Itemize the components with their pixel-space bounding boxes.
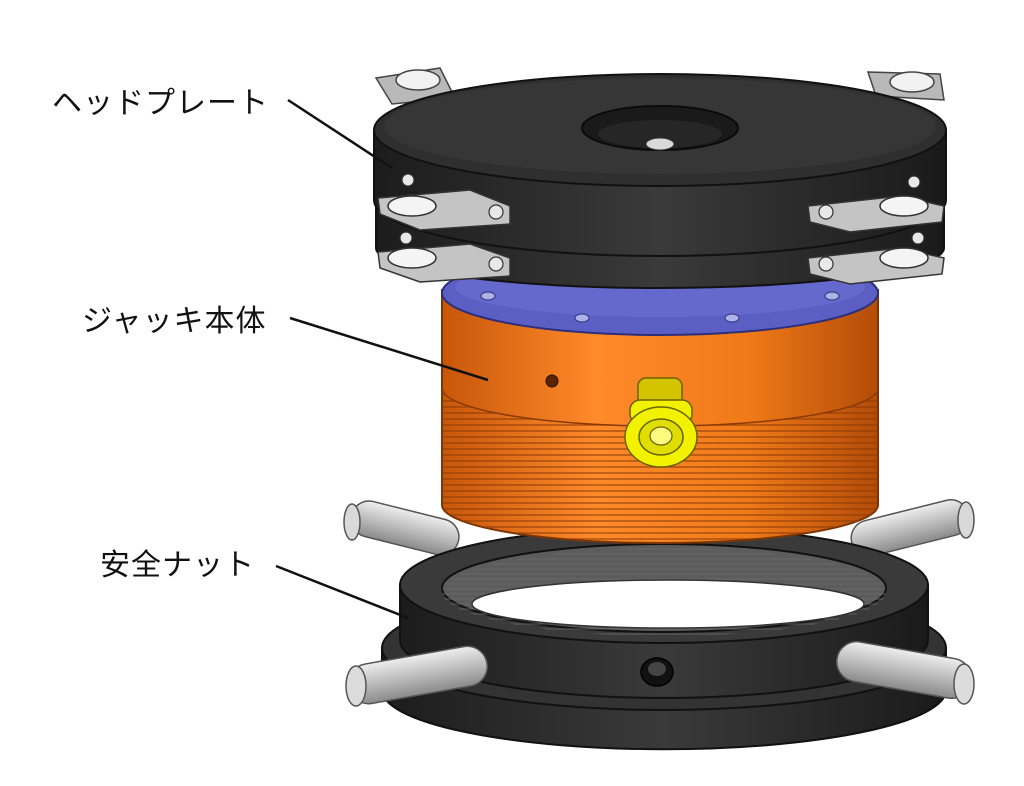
handle-bar-back-right	[850, 499, 975, 557]
top-face-screws	[480, 291, 840, 323]
jack-body-label: ジャッキ本体	[82, 304, 267, 339]
bracket-back-right	[866, 71, 945, 101]
handle-bar-front-left	[345, 645, 488, 707]
leader-line-jack-body	[289, 316, 489, 382]
handle-bar-front-right	[835, 640, 975, 705]
jack-body	[441, 250, 879, 544]
head-plate	[373, 67, 947, 289]
safety-nut	[343, 499, 975, 751]
bracket-right-lower	[807, 231, 945, 285]
handle-bar-back-left	[343, 500, 460, 556]
leader-line-head-plate	[287, 98, 393, 170]
head-plate-label: ヘッドプレート	[52, 86, 269, 121]
hydraulic-coupler	[624, 377, 698, 468]
bracket-left-lower	[377, 231, 511, 283]
bracket-right-upper	[807, 175, 945, 233]
leader-line-safety-nut	[275, 564, 409, 620]
bracket-left-upper	[377, 173, 511, 231]
safety-nut-label: 安全ナット	[100, 548, 255, 583]
